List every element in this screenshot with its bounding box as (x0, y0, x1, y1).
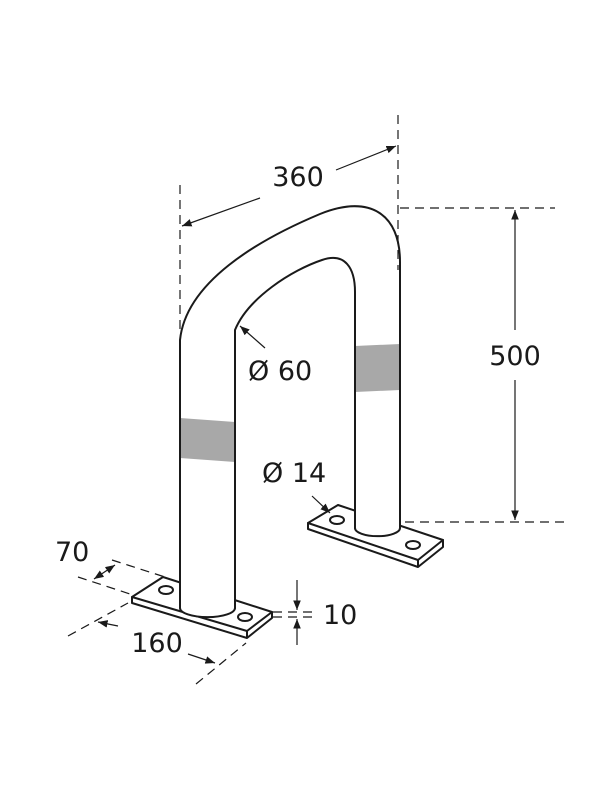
bolt-hole (405, 540, 421, 550)
width-label: 360 (272, 162, 324, 193)
plate-thickness-dimension: 10 (273, 580, 357, 645)
reflective-band (180, 418, 235, 462)
height-label: 500 (489, 341, 541, 372)
plate-thickness-label: 10 (323, 600, 357, 631)
plate-length-label: 160 (131, 628, 183, 659)
bolt-hole (329, 515, 345, 525)
hoop-tube (179, 205, 401, 619)
hole-diameter-label: Ø 14 (262, 458, 326, 489)
tube-diameter-callout: Ø 60 (239, 325, 312, 387)
height-dimension: 500 (400, 207, 565, 523)
reflective-band (355, 344, 400, 392)
bolt-hole (237, 612, 253, 622)
plate-length-dimension: 160 (67, 602, 247, 685)
plate-width-dimension: 70 (55, 537, 166, 595)
tube-diameter-label: Ø 60 (248, 356, 312, 387)
bolt-hole (158, 585, 174, 595)
width-dimension: 360 (179, 115, 399, 330)
plate-width-label: 70 (55, 537, 89, 568)
hole-diameter-callout: Ø 14 (262, 458, 331, 514)
